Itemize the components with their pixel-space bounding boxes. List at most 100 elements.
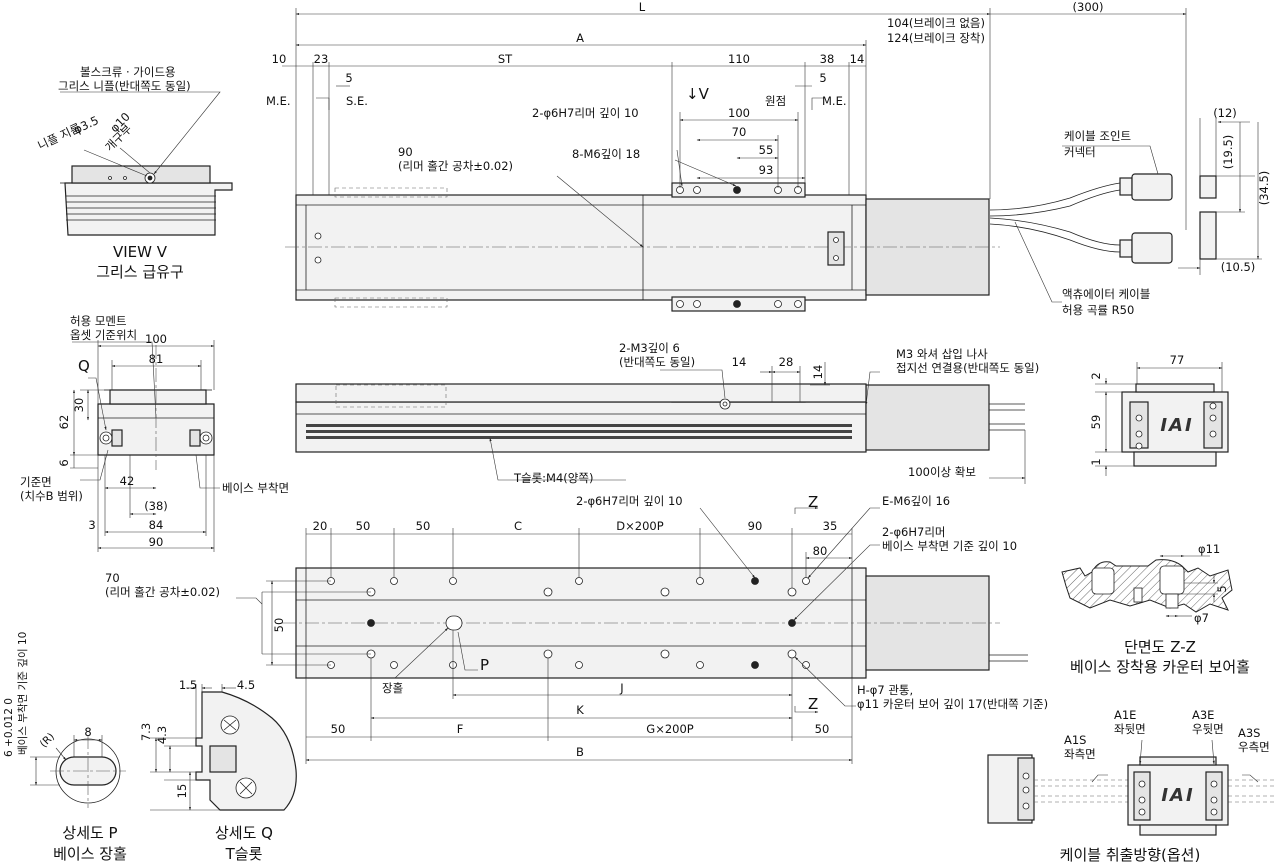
dim-14b: 14	[811, 365, 825, 380]
a3e-label: A3E	[1192, 708, 1214, 722]
rear-end-view: IAI 77 2 59 1	[1089, 353, 1229, 476]
a3s-sub-label: 우측면	[1238, 740, 1270, 754]
dim-100: 100	[728, 106, 750, 120]
pitch-tolerance-label: (리머 홀간 공차±0.02)	[398, 159, 513, 173]
actuator-body-top	[295, 194, 867, 301]
reamer-label: 2-φ6H7리머 깊이 10	[532, 106, 639, 120]
q-label: Q	[78, 357, 90, 375]
z-section-mark-lower: Z	[808, 695, 818, 713]
dim-90-end: 90	[149, 535, 164, 549]
dim-23: 23	[314, 52, 329, 66]
dim-77: 77	[1170, 353, 1185, 367]
phi11-label: φ11	[1198, 542, 1220, 556]
me-right-label: M.E.	[822, 94, 847, 108]
dim-10-5: (10.5)	[1221, 260, 1256, 274]
dim-K: K	[576, 703, 584, 717]
dim-C: C	[514, 519, 522, 533]
detail-p-title: 상세도 P	[62, 824, 117, 842]
brake-none-label: 104(브레이크 없음)	[887, 16, 985, 30]
detail-p-tolerance: 6 +0.012 0	[3, 698, 15, 757]
dim-L: L	[639, 0, 646, 14]
dim-4-5: 4.5	[237, 678, 255, 692]
dim-20: 20	[313, 519, 328, 533]
dim-35: 35	[823, 519, 838, 533]
dim-A: A	[576, 31, 584, 45]
a1s-label: A1S	[1064, 733, 1086, 747]
dim-110: 110	[728, 52, 750, 66]
cable-direction-view: IAI A1S 좌측면 A1E 좌뒷면 A3E 우뒷면 A3S 우측면 케이블 …	[987, 708, 1275, 864]
cable-joint-label: 케이블 조인트	[1064, 129, 1131, 143]
dim-5b: 5	[819, 71, 826, 85]
top-view: L A (300) 104(브레이크 없음) 124(브레이크 장착) 10 2…	[266, 0, 1271, 317]
dim-34-5: (34.5)	[1257, 171, 1271, 206]
a1e-sub-label: 좌뒷면	[1114, 722, 1146, 736]
a1s-sub-label: 좌측면	[1064, 747, 1096, 761]
dim-19-5: (19.5)	[1221, 135, 1235, 170]
pitch-90-label: 90	[398, 145, 413, 159]
z-section-mark: Z	[808, 493, 818, 511]
side-motor	[865, 384, 990, 451]
bend-radius-label: 허용 곡률 R50	[1062, 303, 1134, 317]
dim-50b: 50	[416, 519, 431, 533]
a3e-sub-label: 우뒷면	[1192, 722, 1224, 736]
dim-5a: 5	[345, 71, 352, 85]
cable-dir-logo: IAI	[1161, 785, 1194, 806]
base-reamer-label-1: 2-φ6H7리머	[882, 525, 946, 539]
view-v: 볼스크류 · 가이드용 그리스 니플(반대쪽도 동일) φ3.5 니플 지름 φ…	[35, 65, 233, 281]
dim-6: 6	[57, 459, 71, 466]
ref-surface-sub-label: (치수B 범위)	[20, 489, 83, 503]
dim-70: 70	[732, 125, 747, 139]
section-body	[1061, 559, 1233, 613]
dim-62: 62	[57, 415, 71, 430]
dim-38: 38	[820, 52, 835, 66]
connector-end-lower	[1199, 211, 1217, 260]
bottom-reamer-label: 2-φ6H7리머 깊이 10	[576, 494, 683, 508]
dim-7-3: 7.3	[139, 723, 153, 741]
dim-ST: ST	[498, 52, 513, 66]
dim-50d: 50	[815, 722, 830, 736]
m3-sub-label: (반대쪽도 동일)	[619, 355, 695, 369]
view-v-subtitle: 그리스 급유구	[96, 263, 184, 281]
cable-dir-title: 케이블 취출방향(옵션)	[1060, 846, 1201, 864]
dim-14: 14	[850, 52, 865, 66]
phi35-sub-label: 니플 지름	[35, 121, 83, 153]
radius-label: (R)	[38, 731, 57, 750]
m6-label: 8-M6깊이 18	[572, 147, 640, 161]
bottom-pitch-tolerance: (리머 홀간 공차±0.02)	[105, 585, 220, 599]
h-hole-label-2: φ11 카운터 보어 깊이 17(반대쪽 기준)	[857, 697, 1048, 711]
view-v-title: VIEW V	[113, 243, 168, 261]
dim-90-bottom: 90	[748, 519, 763, 533]
section-title: 단면도 Z-Z	[1124, 638, 1196, 656]
detail-p-mark: P	[480, 656, 489, 674]
dim-59: 59	[1089, 415, 1103, 430]
nipple-label-2: 그리스 니플(반대쪽도 동일)	[58, 79, 191, 93]
cable-connector-lower	[1131, 232, 1173, 264]
dim-2: 2	[1089, 372, 1103, 379]
dim-J: J	[619, 681, 623, 695]
bottom-view: 20 50 50 C D×200P 90 35 80 Z Z 2-φ6H7리머 …	[105, 493, 1048, 764]
a1e-label: A1E	[1114, 708, 1136, 722]
dim-80: 80	[813, 544, 828, 558]
brake-with-label: 124(브레이크 장착)	[887, 31, 985, 45]
dim-30: 30	[72, 398, 86, 413]
origin-label: 원점	[765, 94, 786, 108]
dim-38-end: (38)	[144, 499, 168, 513]
dim-1-5: 1.5	[179, 678, 197, 692]
dim-100-end: 100	[145, 332, 167, 346]
actuator-cable-label: 액츄에이터 케이블	[1062, 287, 1150, 301]
em6-label: E-M6깊이 16	[882, 494, 950, 508]
end-view: 허용 모멘트 옵셋 기준위치 Q 100 81 30 62 6 42 (38) …	[20, 314, 289, 552]
detail-q-title: 상세도 Q	[215, 824, 273, 842]
rear-logo: IAI	[1160, 415, 1193, 436]
moment-label-1: 허용 모멘트	[70, 314, 127, 328]
ground-wire-label: 접지선 연결용(반대쪽도 동일)	[896, 361, 1039, 375]
bottom-pitch-70: 70	[105, 571, 120, 585]
phi7-label: φ7	[1194, 611, 1209, 625]
side-view: 2-M3깊이 6 (반대쪽도 동일) 14 28 14 M3 와셔 삽입 나사 …	[295, 341, 1039, 485]
dim-3: 3	[88, 518, 95, 532]
dim-81: 81	[149, 352, 164, 366]
dim-B: B	[576, 745, 584, 759]
ref-surface-label: 기준면	[20, 475, 52, 489]
dim-14a: 14	[732, 355, 747, 369]
dim-93: 93	[759, 163, 774, 177]
